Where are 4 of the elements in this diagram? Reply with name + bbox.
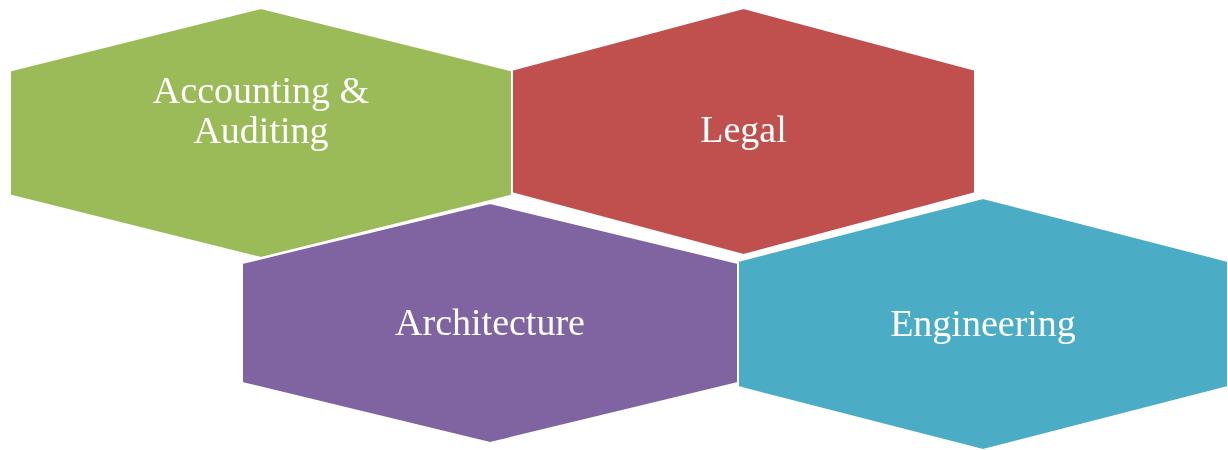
hexagon-label: Architecture [394, 303, 586, 343]
hexagon-label: Legal [699, 109, 788, 150]
hexagon-label: Engineering [889, 304, 1077, 344]
hexagon-label: Accounting & Auditing [151, 71, 371, 151]
